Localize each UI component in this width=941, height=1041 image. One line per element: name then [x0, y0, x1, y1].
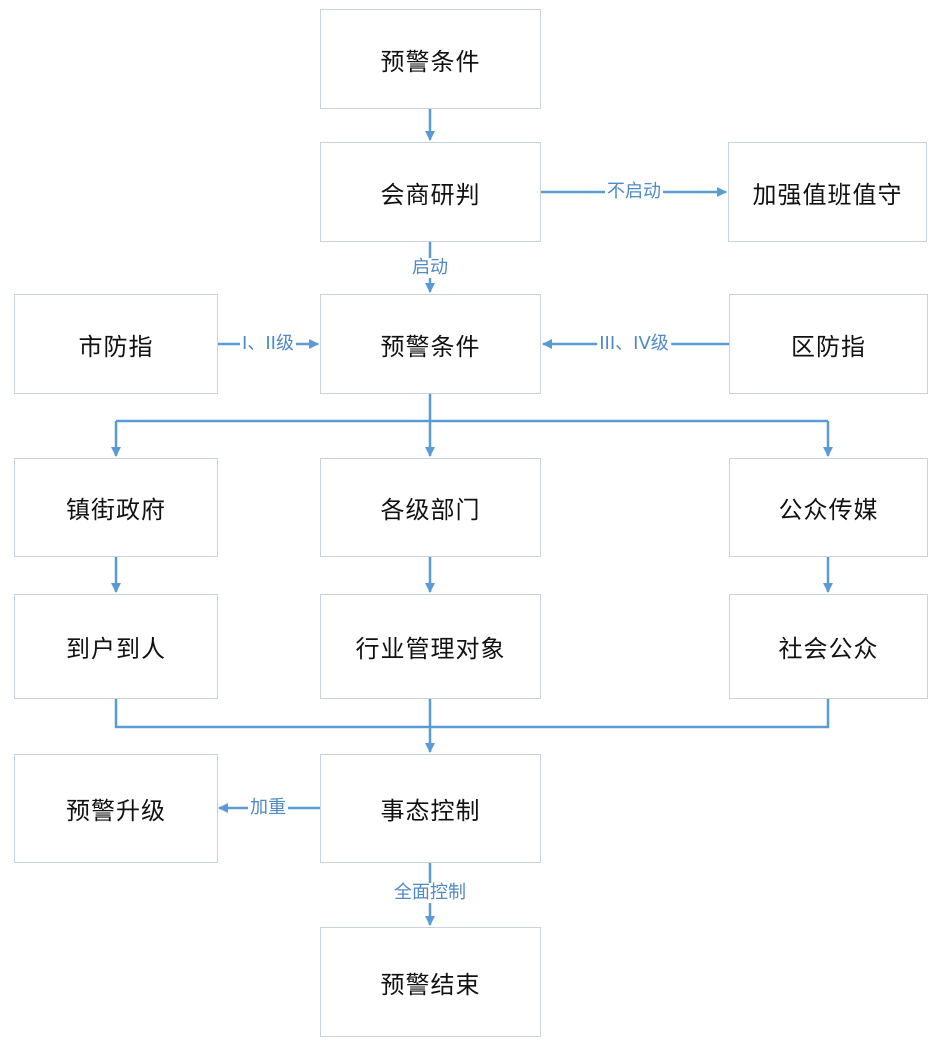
node-door-to-door: 到户到人 [14, 594, 218, 699]
node-departments: 各级部门 [320, 458, 541, 557]
line-merge-left [114, 698, 430, 729]
node-strengthen-duty: 加强值班值守 [728, 142, 927, 242]
node-warning-upgrade: 预警升级 [14, 754, 218, 863]
edge-label-no-start: 不启动 [605, 181, 663, 202]
edge-label-start: 启动 [410, 257, 450, 278]
node-consultation: 会商研判 [320, 142, 541, 242]
edge-label-full-control: 全面控制 [392, 882, 468, 903]
node-warning-condition-mid: 预警条件 [320, 294, 541, 394]
node-town-government: 镇街政府 [14, 458, 218, 557]
node-city-command: 市防指 [14, 294, 218, 394]
edge-label-aggravate: 加重 [248, 797, 288, 818]
edge-label-level-1-2: I、II级 [240, 333, 296, 354]
node-district-command: 区防指 [729, 294, 928, 394]
edge-label-level-3-4: III、IV级 [597, 333, 671, 354]
line-merge-right [430, 698, 830, 729]
node-situation-control: 事态控制 [320, 754, 541, 863]
node-warning-end: 预警结束 [320, 927, 541, 1037]
node-warning-condition-top: 预警条件 [320, 9, 541, 109]
node-industry-targets: 行业管理对象 [320, 594, 541, 699]
node-general-public: 社会公众 [729, 594, 928, 699]
node-public-media: 公众传媒 [729, 458, 928, 557]
